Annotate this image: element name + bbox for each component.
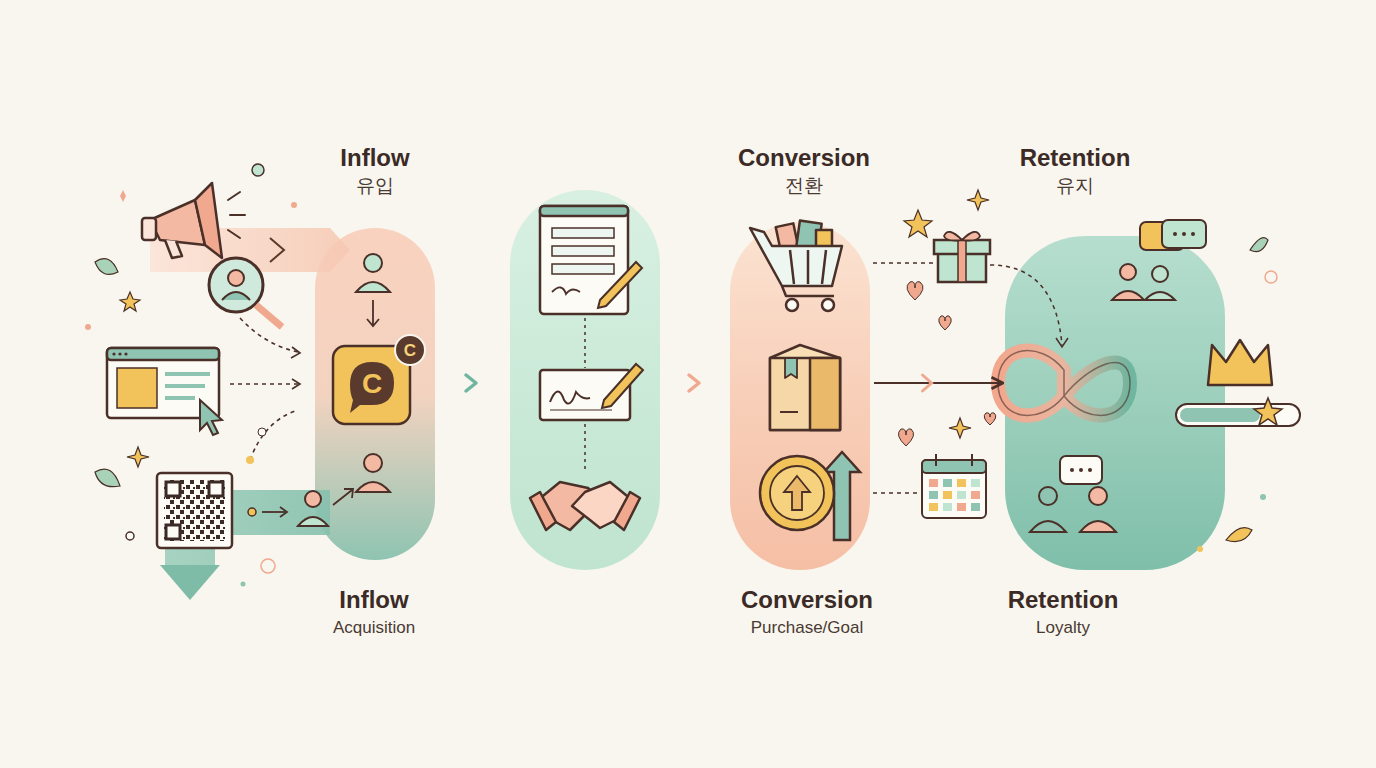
stage-sublabel: Purchase/Goal — [751, 618, 863, 638]
stage-title-ko: 전환 — [785, 175, 823, 198]
calendar-cell — [971, 503, 980, 511]
flow-arrow — [874, 382, 1003, 384]
calendar-cell — [957, 503, 966, 511]
calendar-cell — [971, 479, 980, 487]
stage-title: Retention — [1020, 144, 1131, 173]
calendar-cell — [943, 479, 952, 487]
flow-chevron — [923, 375, 932, 391]
stage-sublabel: Loyalty — [1036, 618, 1090, 638]
calendar-cell — [929, 503, 938, 511]
stage-title: Conversion — [738, 144, 870, 173]
calendar-cell — [971, 491, 980, 499]
calendar-cell — [957, 479, 966, 487]
stage-title: Inflow — [340, 144, 409, 173]
stage-title-ko: 유입 — [356, 175, 394, 198]
calendar-cell — [957, 491, 966, 499]
stage-label: Conversion — [741, 586, 873, 615]
stage-label: Inflow — [339, 586, 408, 615]
stage-title-ko: 유지 — [1056, 175, 1094, 198]
stage-label: Retention — [1008, 586, 1119, 615]
calendar-cell — [929, 479, 938, 487]
calendar-cell — [943, 491, 952, 499]
stage-sublabel: Acquisition — [333, 618, 415, 638]
icon-letter: C — [404, 342, 416, 359]
icon-letter: C — [362, 370, 382, 398]
calendar-cell — [943, 503, 952, 511]
calendar-cell — [929, 491, 938, 499]
